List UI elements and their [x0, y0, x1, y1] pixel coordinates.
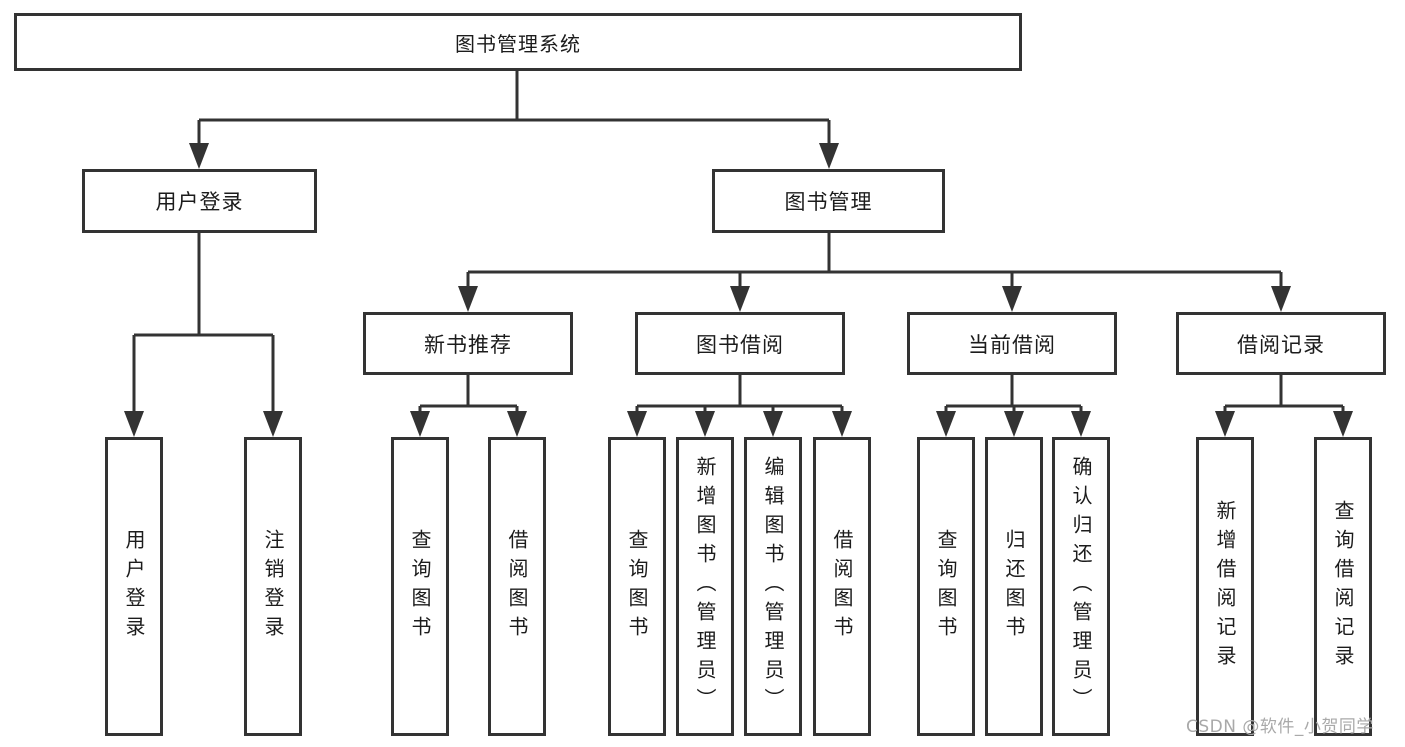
leaf-current-confirm-return-label: 确认归还（管理员）	[1069, 456, 1093, 717]
node-user-login-label: 用户登录	[155, 190, 244, 214]
leaf-current-confirm-return: 确认归还（管理员）	[1052, 437, 1110, 736]
leaf-current-query-label: 查询图书	[934, 528, 958, 645]
connector-book-mgmt-to-level3	[458, 233, 1291, 312]
node-book-borrow: 图书借阅	[635, 312, 845, 375]
leaf-borrow-add-label: 新增图书（管理员）	[693, 456, 717, 717]
node-book-borrow-label: 图书借阅	[696, 332, 784, 357]
connector-user-login-to-leaves	[124, 233, 283, 437]
watermark: CSDN @软件_小贺同学	[1186, 717, 1374, 737]
node-new-book-label: 新书推荐	[424, 332, 512, 357]
leaf-borrow-book: 借阅图书	[813, 437, 871, 736]
connector-root-to-level2	[189, 70, 839, 169]
leaf-new-book-query-label: 查询图书	[408, 528, 432, 645]
connector-new-book-to-leaves	[410, 375, 527, 437]
leaf-new-book-borrow: 借阅图书	[488, 437, 546, 736]
leaf-logout-label: 注销登录	[261, 528, 285, 645]
connector-book-borrow-to-leaves	[627, 375, 852, 437]
leaf-record-query-label: 查询借阅记录	[1331, 499, 1355, 674]
node-borrow-record: 借阅记录	[1176, 312, 1386, 375]
leaf-borrow-query: 查询图书	[608, 437, 666, 736]
connector-borrow-record-to-leaves	[1215, 375, 1353, 437]
node-book-mgmt-label: 图书管理	[784, 190, 873, 214]
leaf-user-login: 用户登录	[105, 437, 163, 736]
leaf-borrow-edit: 编辑图书（管理员）	[744, 437, 802, 736]
connector-current-borrow-to-leaves	[936, 375, 1091, 437]
leaf-record-add-label: 新增借阅记录	[1213, 499, 1237, 674]
node-root: 图书管理系统	[14, 13, 1022, 71]
leaf-current-return-label: 归还图书	[1002, 528, 1026, 645]
leaf-logout: 注销登录	[244, 437, 302, 736]
leaf-new-book-borrow-label: 借阅图书	[505, 528, 529, 645]
leaf-record-query: 查询借阅记录	[1314, 437, 1372, 736]
leaf-borrow-add: 新增图书（管理员）	[676, 437, 734, 736]
leaf-current-return: 归还图书	[985, 437, 1043, 736]
leaf-user-login-label: 用户登录	[122, 528, 146, 645]
leaf-borrow-edit-label: 编辑图书（管理员）	[761, 456, 785, 717]
node-borrow-record-label: 借阅记录	[1237, 332, 1325, 357]
leaf-current-query: 查询图书	[917, 437, 975, 736]
leaf-borrow-book-label: 借阅图书	[830, 528, 854, 645]
node-current-borrow-label: 当前借阅	[968, 332, 1056, 357]
node-new-book: 新书推荐	[363, 312, 573, 375]
node-user-login: 用户登录	[82, 169, 317, 233]
node-book-mgmt: 图书管理	[712, 169, 945, 233]
leaf-record-add: 新增借阅记录	[1196, 437, 1254, 736]
node-root-label: 图书管理系统	[455, 31, 581, 56]
leaf-new-book-query: 查询图书	[391, 437, 449, 736]
leaf-borrow-query-label: 查询图书	[625, 528, 649, 645]
node-current-borrow: 当前借阅	[907, 312, 1117, 375]
